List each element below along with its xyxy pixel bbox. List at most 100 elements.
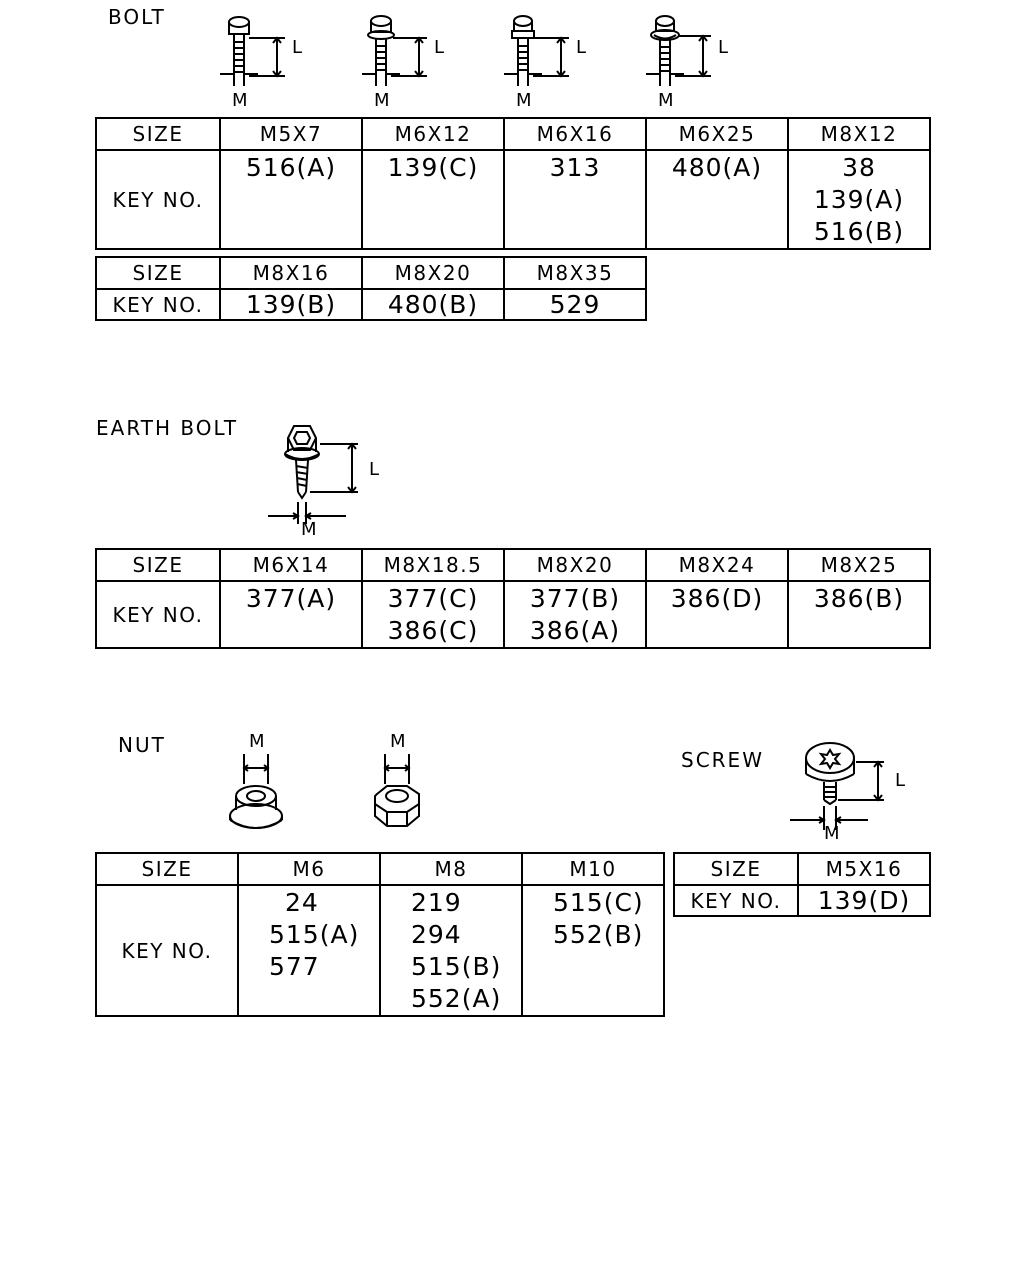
- key-number: 480(A): [671, 153, 763, 182]
- nut-1-m-dimension: M: [249, 731, 265, 752]
- screw-size-table: SIZE M5X16 KEY NO. 139(D): [673, 852, 931, 917]
- size-cell: M8X35: [503, 256, 647, 290]
- bolt-3-m-dimension: M: [516, 90, 532, 111]
- size-cell: M8X20: [503, 548, 647, 582]
- key-cell: 377(B) 386(A): [503, 580, 647, 649]
- earth-bolt-m-dimension: M: [301, 519, 317, 540]
- size-cell: M5X7: [219, 117, 363, 151]
- key-no-label: KEY NO.: [673, 884, 799, 917]
- key-number: 219: [411, 888, 462, 917]
- key-number: 386(A): [529, 616, 621, 645]
- size-cell: M6X14: [219, 548, 363, 582]
- size-cell: M8X12: [787, 117, 931, 151]
- bolt-illustration-1: [220, 16, 285, 86]
- key-number: 552(A): [411, 984, 502, 1013]
- bolt-size-table-2: SIZE M8X16 M8X20 M8X35 KEY NO. 139(B) 48…: [95, 256, 647, 321]
- bolt-illustration-3: [504, 15, 569, 86]
- key-number: 139(D): [817, 886, 911, 915]
- key-cell: 219 294 515(B) 552(A): [379, 884, 523, 1017]
- earth-bolt-size-table: SIZE M6X14 M8X18.5 M8X20 M8X24 M8X25 KEY…: [95, 548, 931, 649]
- bolt-size-table-1: SIZE M5X7 M6X12 M6X16 M6X25 M8X12 KEY NO…: [95, 117, 931, 250]
- key-number: 313: [549, 153, 601, 182]
- size-cell: M8X20: [361, 256, 505, 290]
- size-cell: M8X25: [787, 548, 931, 582]
- size-cell: M5X16: [797, 852, 931, 886]
- key-number: 377(B): [529, 584, 621, 613]
- bolt-2-l-dimension: L: [434, 37, 445, 58]
- screw-title: SCREW: [681, 748, 764, 772]
- key-cell: 386(D): [645, 580, 789, 649]
- flange-nut-illustration: [229, 754, 283, 829]
- size-row: SIZE M8X16 M8X20 M8X35: [95, 256, 647, 290]
- key-row: KEY NO. 377(A) 377(C) 386(C) 377(B) 386(…: [95, 580, 931, 649]
- key-no-label: KEY NO.: [95, 149, 221, 250]
- size-row: SIZE M6X14 M8X18.5 M8X20 M8X24 M8X25: [95, 548, 931, 582]
- size-cell: M8X16: [219, 256, 363, 290]
- key-number: 516(A): [245, 153, 337, 182]
- size-label: SIZE: [95, 852, 239, 886]
- key-no-label: KEY NO.: [95, 580, 221, 649]
- nut-title: NUT: [118, 733, 166, 757]
- key-number: 377(C): [387, 584, 479, 613]
- key-number: 294: [411, 920, 462, 949]
- key-number: 577: [269, 952, 320, 981]
- earth-bolt-illustration: [268, 425, 358, 524]
- bolt-2-m-dimension: M: [374, 90, 390, 111]
- key-number: 529: [549, 290, 601, 319]
- key-number: 139(B): [245, 290, 337, 319]
- key-number: 139(A): [813, 185, 905, 214]
- key-no-label: KEY NO.: [95, 288, 221, 321]
- key-cell: 515(C) 552(B): [521, 884, 665, 1017]
- key-number: 552(B): [553, 920, 644, 949]
- key-cell: 139(D): [797, 884, 931, 917]
- bolt-title: BOLT: [108, 5, 166, 29]
- bolt-4-m-dimension: M: [658, 90, 674, 111]
- screw-illustration: [790, 742, 884, 830]
- key-no-label: KEY NO.: [95, 884, 239, 1017]
- size-row: SIZE M5X16: [673, 852, 931, 886]
- size-cell: M6X16: [503, 117, 647, 151]
- size-label: SIZE: [95, 256, 221, 290]
- key-cell: 529: [503, 288, 647, 321]
- size-cell: M8X24: [645, 548, 789, 582]
- size-row: SIZE M6 M8 M10: [95, 852, 665, 886]
- key-cell: 139(B): [219, 288, 363, 321]
- size-cell: M6X12: [361, 117, 505, 151]
- earth-bolt-title: EARTH BOLT: [96, 416, 239, 440]
- key-number: 386(B): [813, 584, 905, 613]
- key-number: 377(A): [245, 584, 337, 613]
- hex-nut-illustration: [374, 754, 420, 827]
- size-label: SIZE: [95, 548, 221, 582]
- key-number: 386(C): [387, 616, 479, 645]
- size-cell: M8: [379, 852, 523, 886]
- key-number: 24: [285, 888, 319, 917]
- key-number: 515(C): [553, 888, 644, 917]
- bolt-3-l-dimension: L: [576, 37, 587, 58]
- key-number: 515(B): [411, 952, 502, 981]
- key-number: 38: [842, 153, 876, 182]
- key-row: KEY NO. 516(A) 139(C) 313 480(A) 38 139(…: [95, 149, 931, 250]
- size-row: SIZE M5X7 M6X12 M6X16 M6X25 M8X12: [95, 117, 931, 151]
- size-cell: M6X25: [645, 117, 789, 151]
- key-cell: 480(A): [645, 149, 789, 250]
- size-label: SIZE: [673, 852, 799, 886]
- key-number: 386(D): [670, 584, 764, 613]
- key-cell: 139(C): [361, 149, 505, 250]
- key-number: 139(C): [387, 153, 479, 182]
- key-row: KEY NO. 139(D): [673, 884, 931, 917]
- size-cell: M6: [237, 852, 381, 886]
- size-label: SIZE: [95, 117, 221, 151]
- key-cell: 38 139(A) 516(B): [787, 149, 931, 250]
- key-row: KEY NO. 139(B) 480(B) 529: [95, 288, 647, 321]
- earth-bolt-l-dimension: L: [369, 459, 380, 480]
- screw-m-dimension: M: [824, 823, 840, 844]
- key-cell: 386(B): [787, 580, 931, 649]
- bolt-4-l-dimension: L: [718, 37, 729, 58]
- key-cell: 377(C) 386(C): [361, 580, 505, 649]
- key-row: KEY NO. 24 515(A) 577 219 294 515(B) 552…: [95, 884, 665, 1017]
- key-cell: 516(A): [219, 149, 363, 250]
- bolt-illustration-4: [646, 15, 711, 86]
- bolt-1-l-dimension: L: [292, 37, 303, 58]
- key-number: 480(B): [387, 290, 479, 319]
- size-cell: M8X18.5: [361, 548, 505, 582]
